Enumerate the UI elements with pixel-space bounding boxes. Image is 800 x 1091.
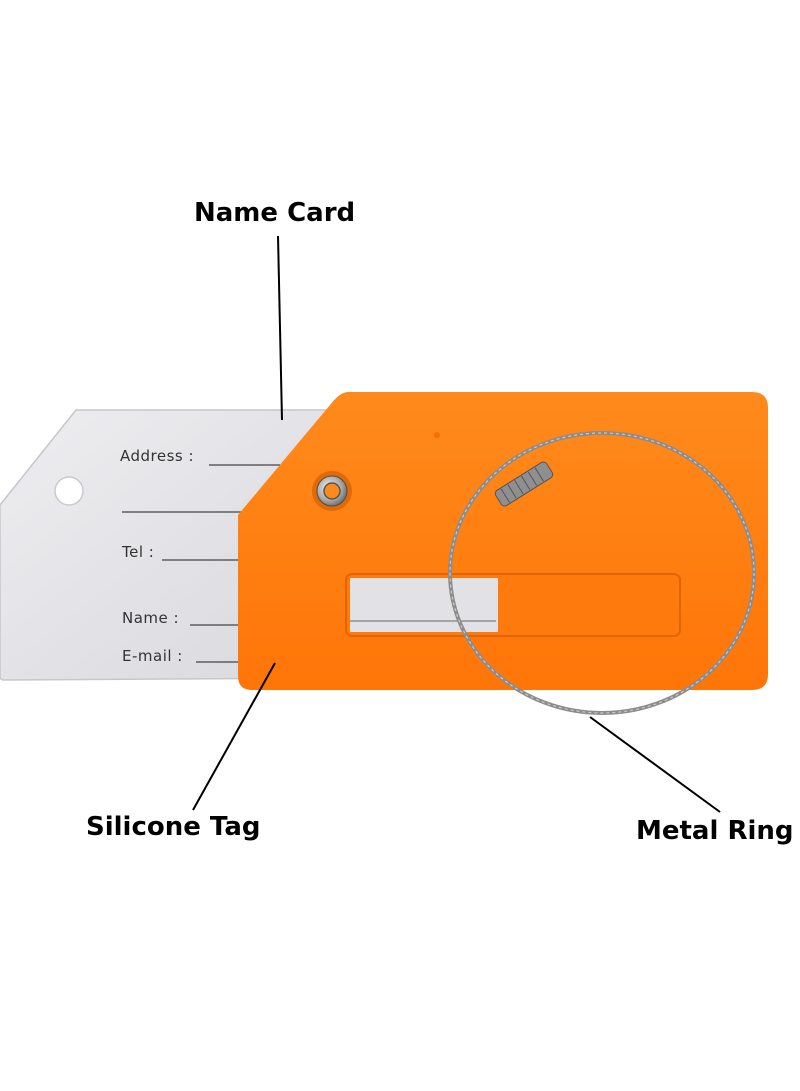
- card-hole: [54, 476, 84, 506]
- tag-dot: [434, 432, 440, 438]
- name-card-label: Name Card: [194, 198, 356, 228]
- eyelet-icon: [312, 471, 352, 511]
- metal-ring: [448, 431, 756, 715]
- silicone-tag-label: Silicone Tag: [86, 812, 261, 842]
- silicone-tag-leader-line: [192, 662, 276, 811]
- ring-clasp-icon: [494, 461, 554, 507]
- silicone-tag: [238, 392, 768, 690]
- card-form-lines: [122, 464, 280, 663]
- metal-ring-leader-line: [589, 716, 721, 813]
- card-field-name: Name :: [122, 609, 180, 627]
- card-field-email: E-mail :: [122, 647, 183, 665]
- metal-ring-label: Metal Ring: [636, 816, 794, 846]
- card-field-tel: Tel :: [122, 543, 155, 561]
- name-card-leader-line: [277, 235, 283, 421]
- card-field-address: Address :: [120, 447, 195, 465]
- tag-window-card-visible: [350, 578, 498, 632]
- silicone-tag-body: [238, 392, 768, 690]
